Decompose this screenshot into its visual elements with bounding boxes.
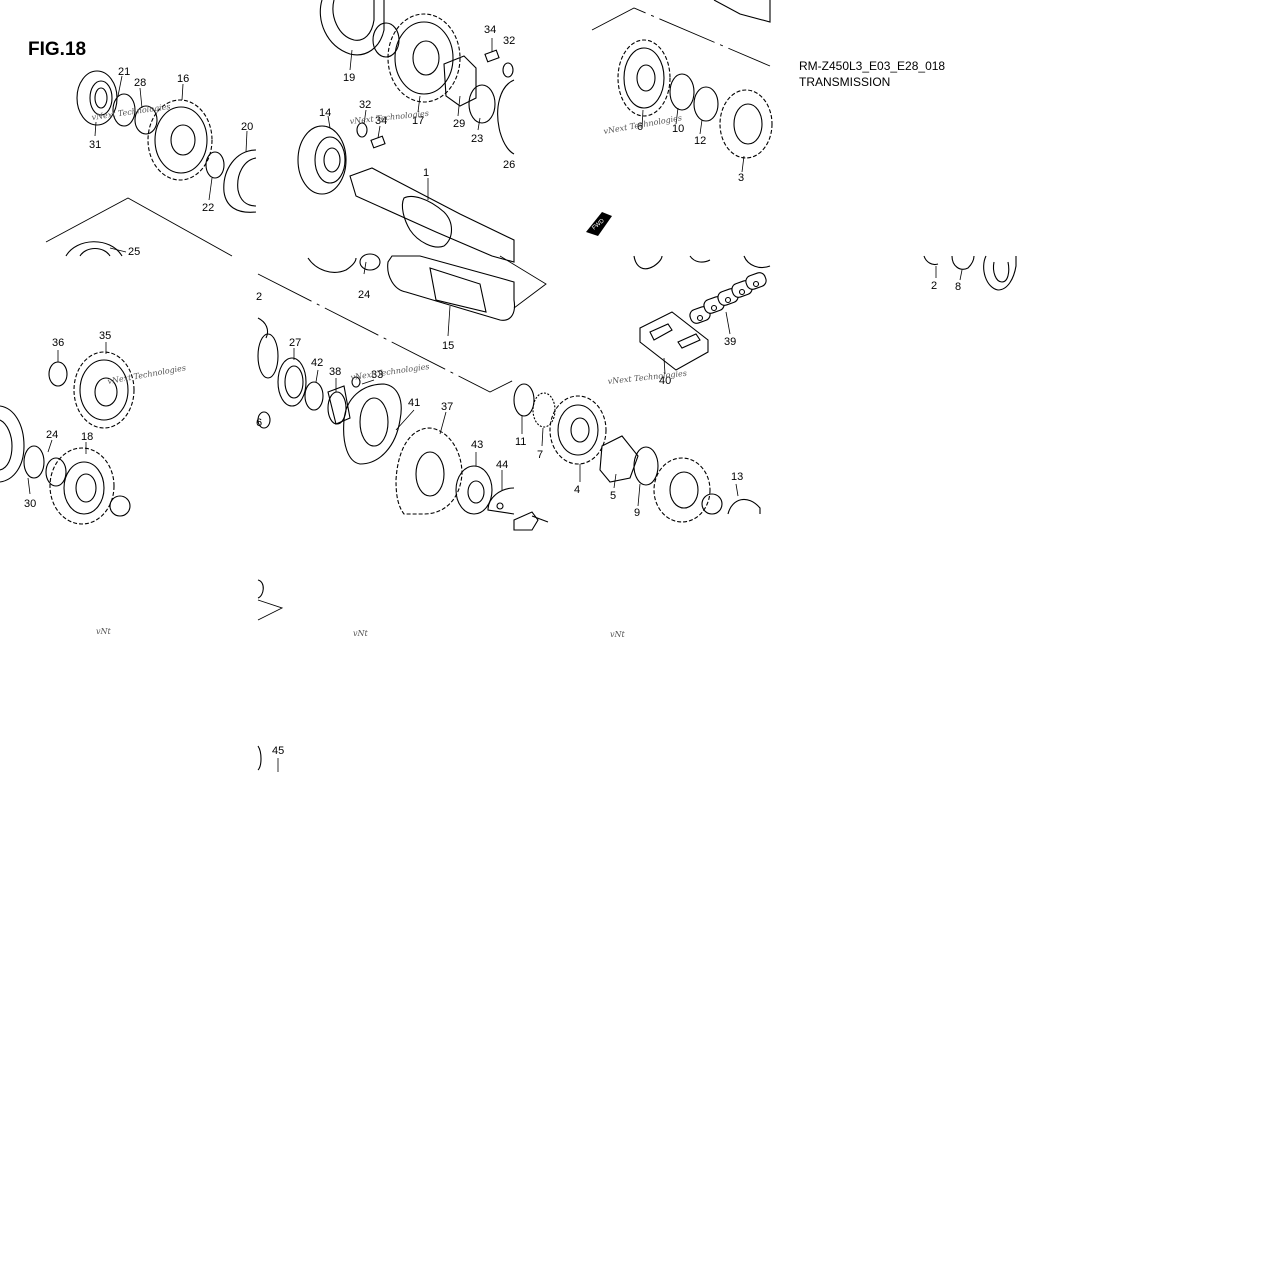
callout-7: 7 (537, 449, 543, 461)
callout-15: 15 (442, 340, 454, 352)
callout-20: 20 (241, 121, 253, 133)
figure-label: FIG.18 (28, 39, 86, 60)
callout-37: 37 (441, 401, 453, 413)
gear-part (49, 447, 115, 525)
watermark: vNext Technologies (607, 369, 687, 386)
watermark: vNext Technologies (350, 362, 430, 382)
callout-6: 6 (256, 417, 262, 429)
callout-1: 1 (423, 167, 429, 179)
callout-5: 5 (610, 490, 616, 502)
callout-24: 24 (358, 289, 370, 301)
callout-42: 42 (311, 357, 323, 369)
callout-19: 19 (343, 72, 355, 84)
model-code: RM-Z450L3_E03_E28_018 (799, 59, 945, 73)
callout-27: 27 (289, 337, 301, 349)
callout-3: 3 (738, 172, 744, 184)
watermark-fragment: vNt (610, 630, 626, 639)
callout-9: 9 (634, 507, 640, 519)
callout-24: 24 (46, 429, 58, 441)
callout-12: 12 (694, 135, 706, 147)
callout-34: 34 (375, 115, 387, 127)
callout-6: 6 (637, 121, 643, 133)
callout-44: 44 (496, 459, 508, 471)
callout-18: 18 (81, 431, 93, 443)
callout-31: 31 (89, 139, 101, 151)
callout-4: 4 (574, 484, 580, 496)
callout-2: 2 (256, 291, 262, 303)
callout-21: 21 (118, 66, 130, 78)
tile-top-left: 21 28 16 20 31 22 25 vNext Technologies (45, 66, 257, 258)
callout-38: 38 (329, 366, 341, 378)
callout-32: 32 (359, 99, 371, 111)
callout-45: 45 (272, 745, 284, 757)
callout-14: 14 (319, 107, 331, 119)
driveshaft-part (387, 255, 516, 321)
callout-23: 23 (471, 133, 483, 145)
callout-17: 17 (412, 115, 424, 127)
callout-26: 26 (503, 159, 515, 171)
callout-10: 10 (672, 123, 684, 135)
callout-8: 8 (955, 281, 961, 293)
retainer-part (343, 383, 402, 465)
tile-top-middle: FWD 19 17 29 23 34 32 26 14 32 34 1 vNex… (297, 0, 771, 263)
watermark-fragment: vNt (96, 627, 112, 636)
engine-sprocket-part (395, 427, 463, 515)
gear-part (387, 13, 461, 103)
callout-40: 40 (659, 375, 671, 387)
tile-top-right: 6 10 12 3 vNext Technologies (603, 0, 773, 184)
gear-part (73, 351, 135, 429)
bearing-part (297, 125, 347, 195)
gear-part (549, 395, 607, 465)
callout-28: 28 (134, 77, 146, 89)
watermark: vNext Technologies (91, 102, 171, 122)
bolt-part (513, 511, 549, 531)
drive-chain-part (689, 272, 767, 324)
callout-35: 35 (99, 330, 111, 342)
countershaft-part (349, 167, 515, 263)
callout-41: 41 (408, 397, 420, 409)
callout-22: 22 (202, 202, 214, 214)
tile-far-right: 2 8 (923, 255, 1017, 293)
tile-middle-middle: 24 15 2 27 42 38 33 41 37 43 44 6 vNext … (256, 253, 547, 515)
callout-34: 34 (484, 24, 496, 36)
callout-33: 33 (371, 369, 383, 381)
callout-29: 29 (453, 118, 465, 130)
callout-11: 11 (515, 436, 526, 448)
callout-30: 30 (24, 498, 36, 510)
tile-middle-right: 11 7 4 5 9 13 40 39 vNext Technologies (513, 255, 771, 523)
chain-joint-part (639, 311, 709, 371)
callout-13: 13 (731, 471, 743, 483)
callout-43: 43 (471, 439, 483, 451)
tile-middle-left: 36 35 24 18 30 vNext Technologies (0, 330, 187, 525)
callout-39: 39 (724, 336, 736, 348)
callout-16: 16 (177, 73, 189, 85)
gear-part (719, 89, 773, 159)
section-title: TRANSMISSION (799, 75, 890, 89)
callout-36: 36 (52, 337, 64, 349)
callout-25: 25 (128, 246, 140, 258)
gear-part (147, 99, 213, 181)
tile-lower-fragments: 45 vNt vNt vNt (96, 579, 626, 772)
watermark-fragment: vNt (353, 629, 369, 638)
fwd-arrow-icon: FWD (586, 212, 612, 236)
callout-32: 32 (503, 35, 515, 47)
callout-2: 2 (931, 280, 937, 292)
gear-part (617, 39, 671, 117)
